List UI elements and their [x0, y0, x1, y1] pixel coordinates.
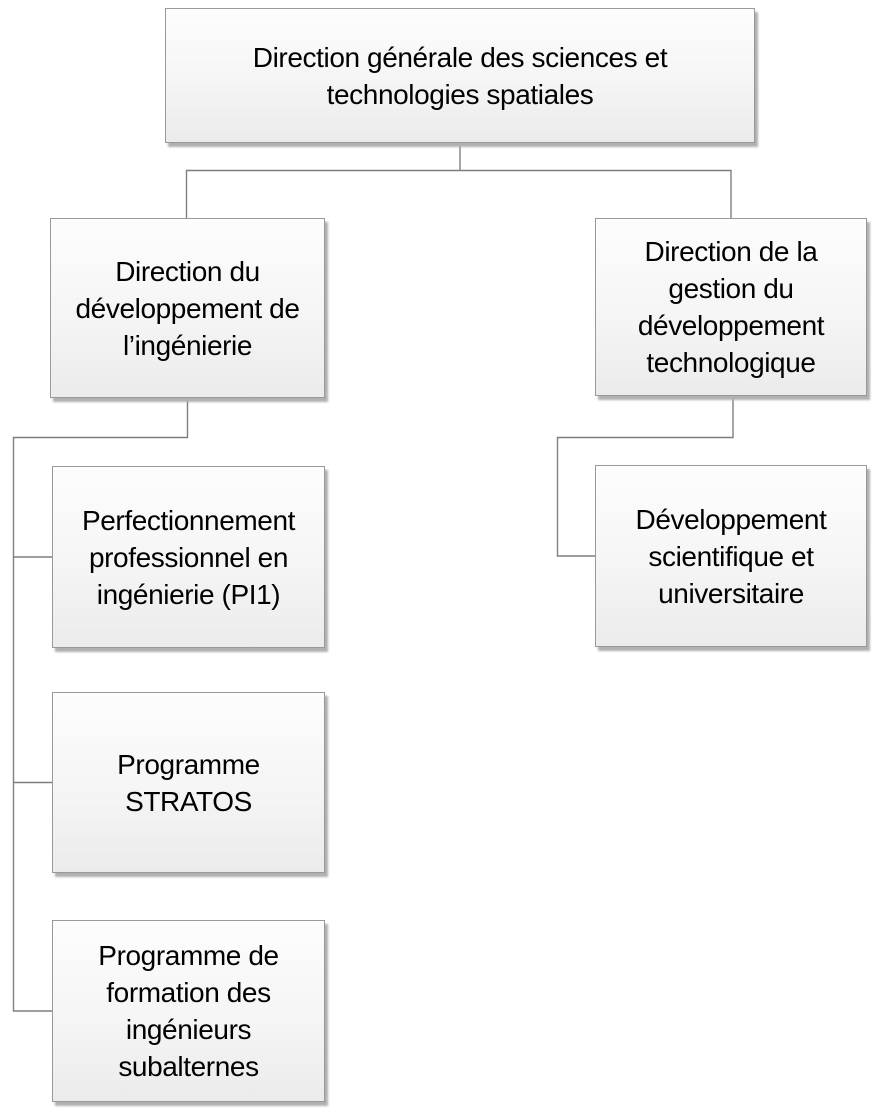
org-node-perfectionnement-professionnel-pi1: Perfectionnement professionnel en ingéni…	[52, 466, 325, 648]
org-node-direction-generale-sciences-technologies: Direction générale des sciences et techn…	[165, 8, 755, 143]
connector-root-to-level2	[185, 143, 732, 218]
connector-gestion-to-child	[556, 396, 734, 557]
org-node-developpement-scientifique-universitaire: Développement scientifique et universita…	[595, 465, 867, 647]
org-node-direction-gestion-developpement-technologique: Direction de la gestion du développement…	[595, 218, 867, 396]
org-node-programme-formation-ingenieurs-subalternes: Programme de formation des ingénieurs su…	[52, 920, 325, 1102]
org-node-direction-developpement-ingenierie: Direction du développement de l’ingénier…	[50, 218, 325, 398]
connector-ingenierie-to-children	[12, 398, 189, 1012]
org-node-programme-stratos: Programme STRATOS	[52, 692, 325, 873]
